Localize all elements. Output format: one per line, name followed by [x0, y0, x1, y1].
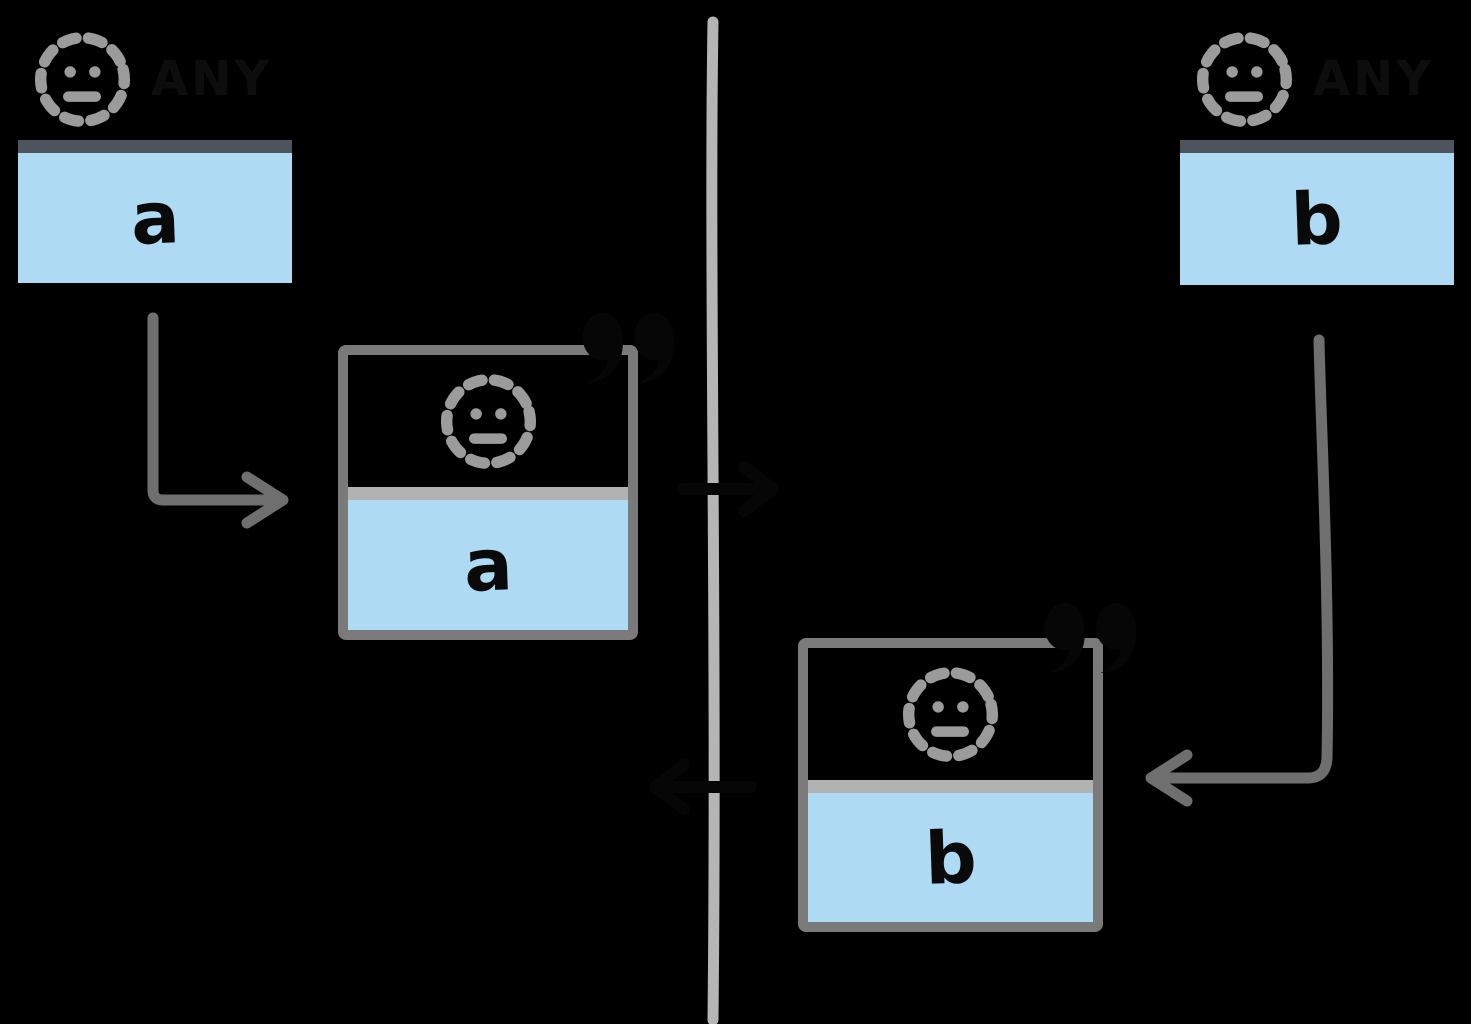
dashed-smiley-icon: [903, 666, 998, 762]
arrow-a-cross-right: [677, 461, 779, 517]
card-waterline: [1180, 140, 1454, 153]
dashed-smiley-icon: [35, 31, 130, 127]
card-instance-b: b: [798, 638, 1103, 932]
dashed-smiley-icon: [440, 373, 536, 469]
card-instance-b-header: [808, 648, 1093, 780]
card-type-a-header: ANY: [18, 18, 292, 140]
card-type-b-body: b: [1180, 153, 1454, 285]
type-badge: ANY: [1313, 51, 1435, 107]
card-label: a: [462, 522, 514, 608]
dashed-smiley-icon: [1197, 31, 1292, 127]
double-quote-icon: [582, 313, 675, 383]
card-label: b: [923, 814, 978, 901]
arrow-a-down-right: [147, 312, 289, 529]
card-type-b: ANY b: [1172, 10, 1462, 293]
arrow-b-cross-left: [649, 759, 757, 815]
card-label: b: [1289, 176, 1345, 262]
card-instance-b-body: b: [808, 793, 1093, 922]
card-waterline: [348, 487, 628, 500]
card-label: a: [129, 175, 181, 261]
card-type-a: ANY a: [10, 10, 300, 291]
center-divider-line: [706, 16, 720, 1024]
card-instance-a: a: [338, 345, 638, 640]
card-waterline: [808, 780, 1093, 793]
type-badge: ANY: [151, 51, 273, 107]
double-quote-icon: [1044, 603, 1137, 673]
card-instance-a-body: a: [348, 500, 628, 630]
card-instance-a-header: [348, 355, 628, 487]
arrow-b-down-left: [1145, 334, 1334, 807]
card-type-b-header: ANY: [1180, 18, 1454, 140]
card-type-a-body: a: [18, 153, 292, 283]
card-waterline: [18, 140, 292, 153]
